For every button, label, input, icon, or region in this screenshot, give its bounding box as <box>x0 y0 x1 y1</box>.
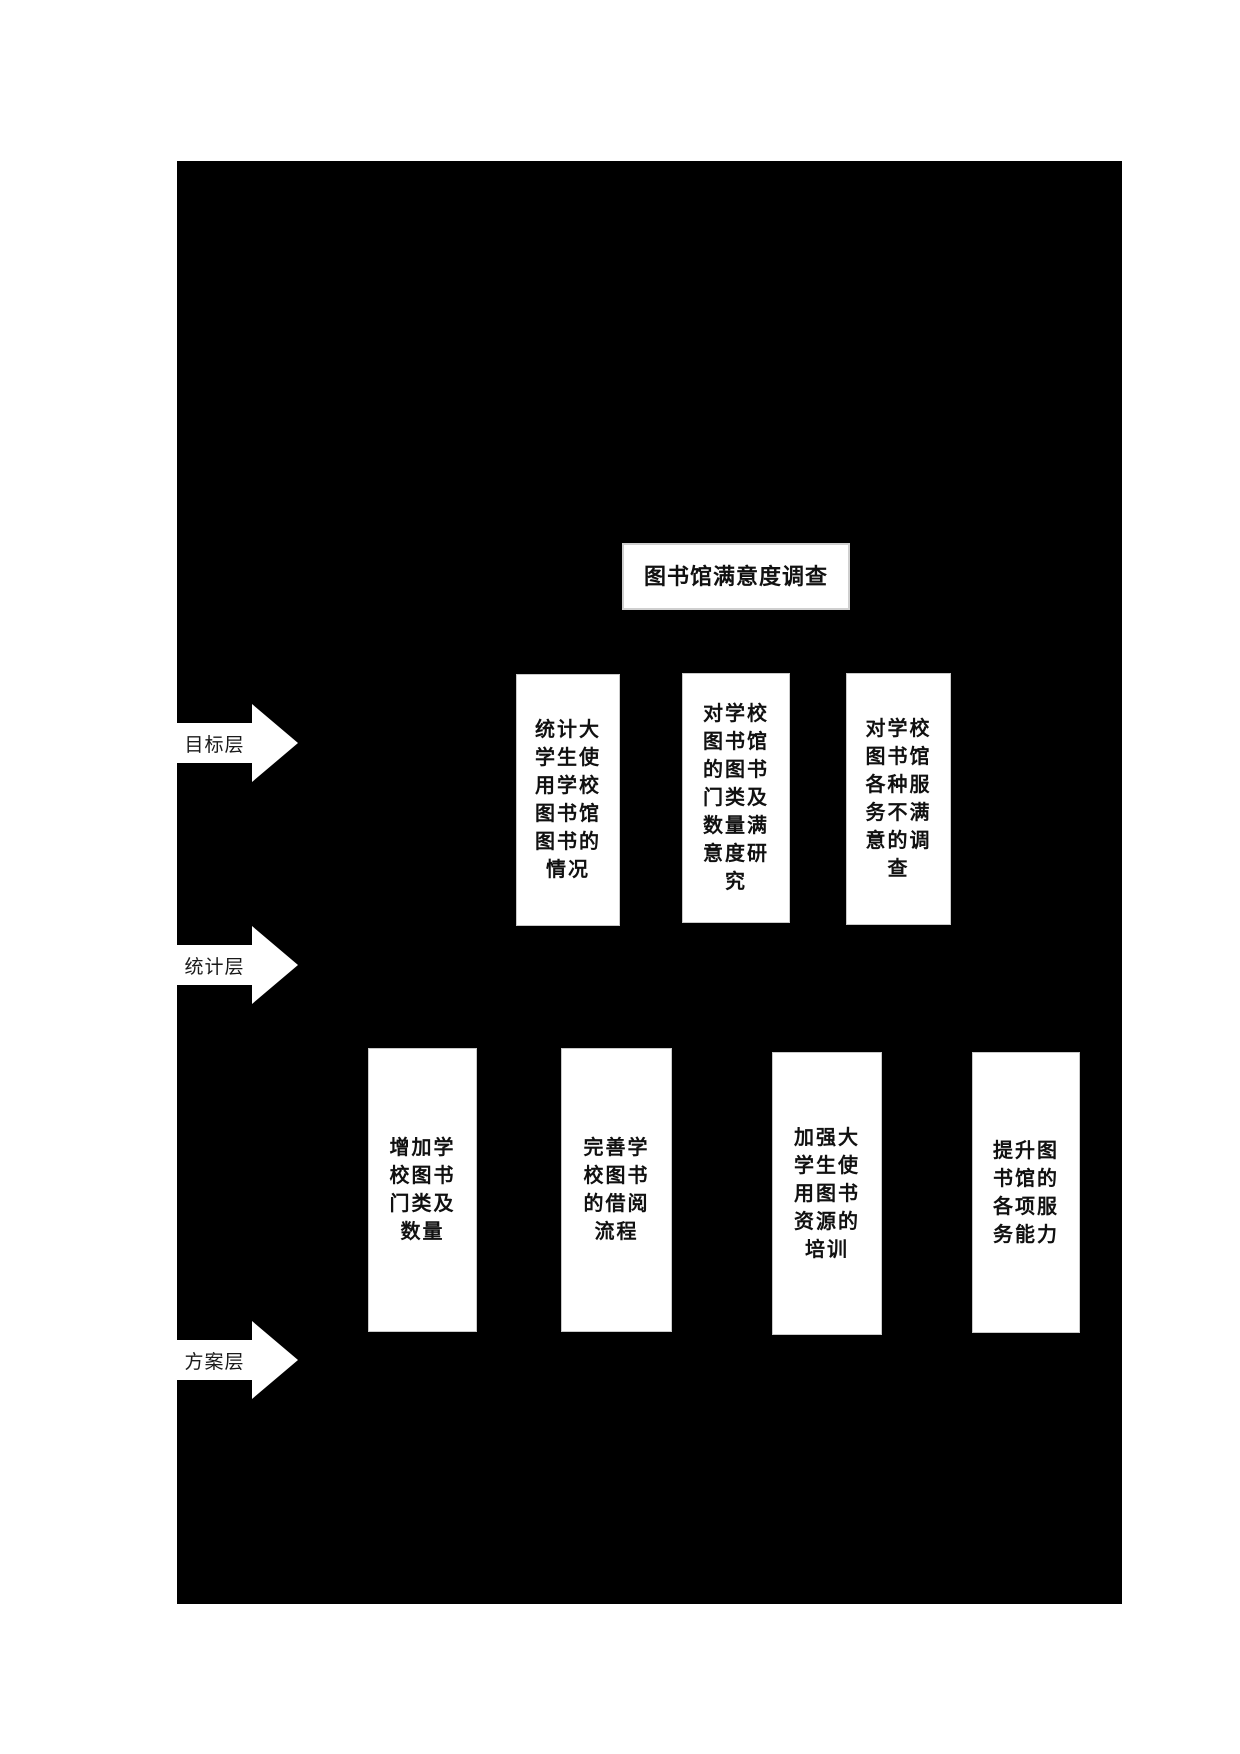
layer-arrow-goal: 目标层 <box>177 704 298 782</box>
layer-arrow-statistics-label: 统计层 <box>184 956 245 978</box>
plan-box-increase-categories: 增加学 校图书 门类及 数量 <box>368 1048 477 1332</box>
plan-box-service-capability: 提升图 书馆的 各项服 务能力 <box>972 1052 1080 1333</box>
plan-box-training: 加强大 学生使 用图书 资源的 培训 <box>772 1052 882 1335</box>
plan-box-borrowing-process: 完善学 校图书 的借阅 流程 <box>561 1048 672 1332</box>
layer-arrow-plan: 方案层 <box>177 1321 298 1399</box>
statistics-box-usage: 统计大 学生使 用学校 图书馆 图书的 情况 <box>516 674 620 926</box>
goal-box: 图书馆满意度调查 <box>622 543 850 610</box>
layer-arrow-goal-label: 目标层 <box>184 734 245 756</box>
layer-arrow-statistics: 统计层 <box>177 926 298 1004</box>
diagram-panel: 目标层 统计层 方案层 <box>177 161 1122 1604</box>
layer-arrow-plan-label: 方案层 <box>184 1351 245 1373</box>
statistics-box-services: 对学校 图书馆 各种服 务不满 意的调 查 <box>846 673 951 925</box>
statistics-box-categories: 对学校 图书馆 的图书 门类及 数量满 意度研 究 <box>682 673 790 923</box>
